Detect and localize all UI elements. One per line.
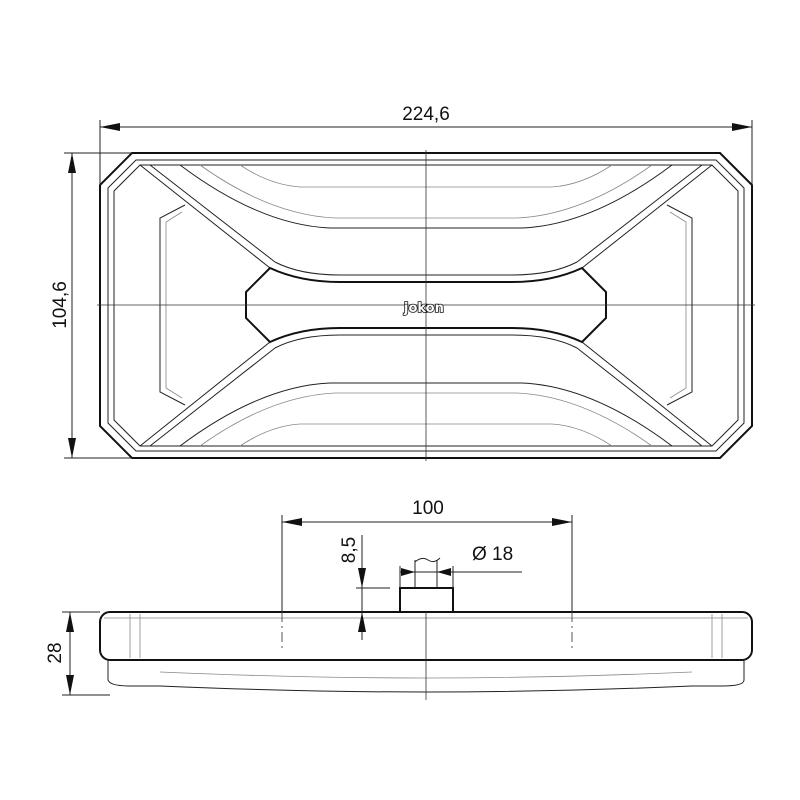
housing-inner-edge bbox=[107, 159, 745, 452]
mount-spacing-label: 100 bbox=[412, 498, 444, 519]
height-dimension-label: 104,6 bbox=[50, 281, 71, 329]
width-dimension: 224,6 bbox=[99, 104, 753, 185]
depth-dimension-label: 28 bbox=[45, 642, 66, 663]
mount-spacing-dimension: 100 bbox=[281, 498, 573, 612]
side-view bbox=[99, 587, 753, 700]
housing-outline bbox=[99, 152, 753, 459]
connector-diameter-label: Ø 18 bbox=[472, 544, 513, 565]
connector bbox=[399, 587, 454, 613]
connector-height-label: 8,5 bbox=[339, 537, 360, 563]
center-bow bbox=[245, 266, 607, 344]
connector-height-dimension: 8,5 bbox=[339, 535, 390, 640]
diagonal-ribs bbox=[139, 164, 713, 447]
connector-diameter-dimension: Ø 18 bbox=[399, 544, 522, 588]
width-dimension-label: 224,6 bbox=[402, 104, 450, 125]
depth-dimension: 28 bbox=[45, 611, 110, 696]
height-dimension: 104,6 bbox=[50, 152, 132, 459]
brand-logo: jokon bbox=[403, 301, 444, 316]
top-view: jokon bbox=[97, 150, 755, 461]
